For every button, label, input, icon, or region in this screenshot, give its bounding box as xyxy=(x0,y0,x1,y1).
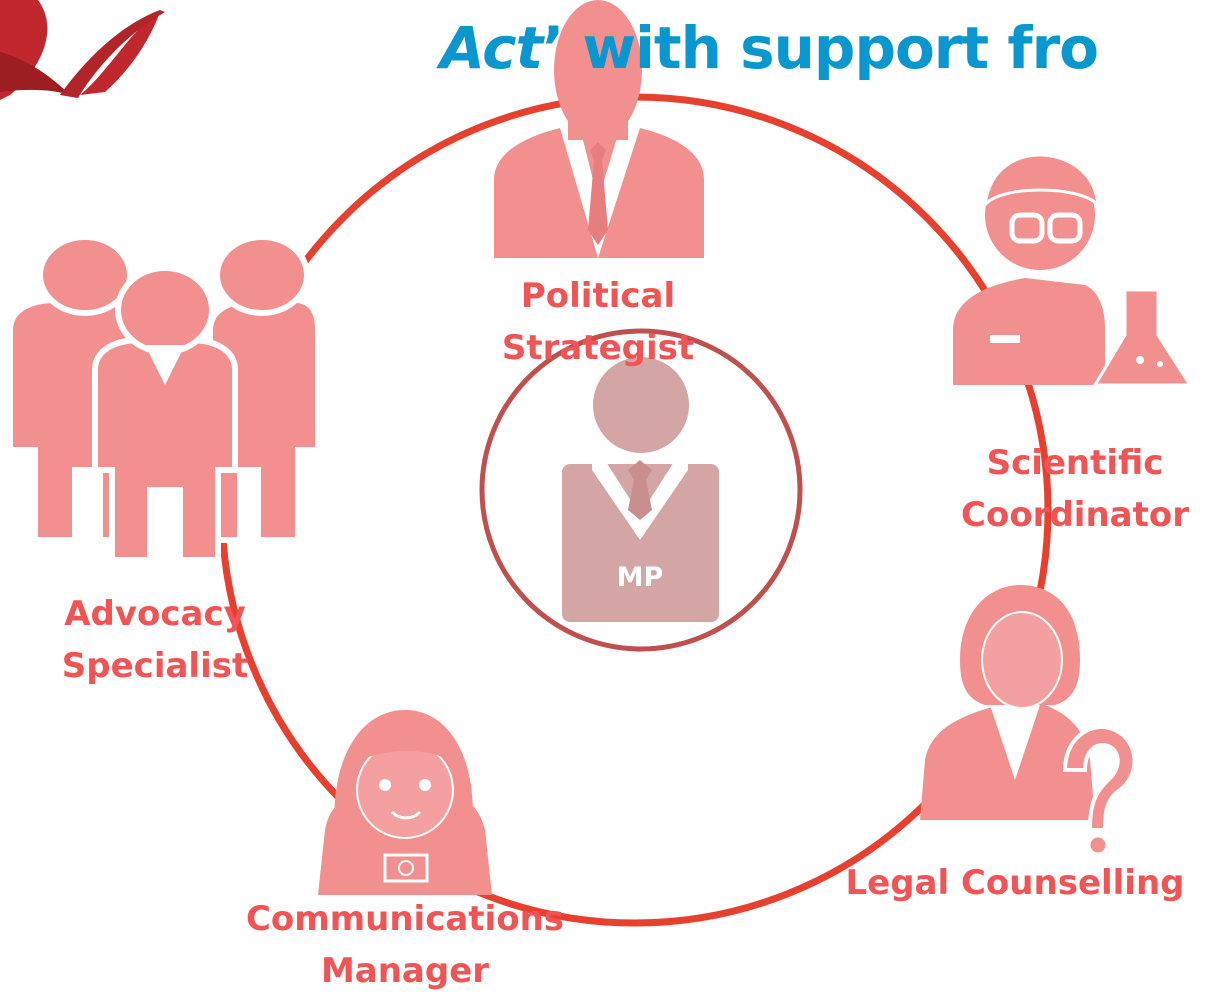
logo-ribbon-icon xyxy=(0,0,165,100)
political-strategist-icon xyxy=(494,0,704,258)
title-part-1: Act xyxy=(440,14,543,82)
label-line-2: Coordinator xyxy=(961,495,1189,535)
label-line-2: Manager xyxy=(320,951,490,991)
advocacy-specialist-label: Advocacy Specialist xyxy=(40,588,270,692)
communications-manager-icon xyxy=(318,710,492,895)
legal-counselling-label: Legal Counselling xyxy=(830,857,1200,909)
mp-figure-icon xyxy=(562,355,719,622)
label-line-2: Specialist xyxy=(61,646,249,686)
legal-counselling-icon xyxy=(920,585,1137,856)
political-strategist-label: Political Strategist xyxy=(488,270,708,374)
scientific-coordinator-label: Scientific Coordinator xyxy=(940,437,1210,541)
mp-label: MP xyxy=(616,562,664,593)
scientific-coordinator-icon xyxy=(953,153,1193,387)
label-line-1: Advocacy xyxy=(64,594,246,634)
title-part-2: ’ with support fro xyxy=(542,14,1099,82)
label-line-1: Legal Counselling xyxy=(845,863,1185,903)
label-line-1: Political xyxy=(520,276,676,316)
label-line-1: Scientific xyxy=(986,443,1164,483)
page-title: Act’ with support fro xyxy=(440,14,1099,82)
advocacy-specialist-icon xyxy=(7,234,321,563)
label-line-2: Strategist xyxy=(501,328,695,368)
communications-manager-label: Communications Manager xyxy=(200,893,610,997)
inner-ring xyxy=(479,328,803,652)
label-line-1: Communications xyxy=(245,899,565,939)
